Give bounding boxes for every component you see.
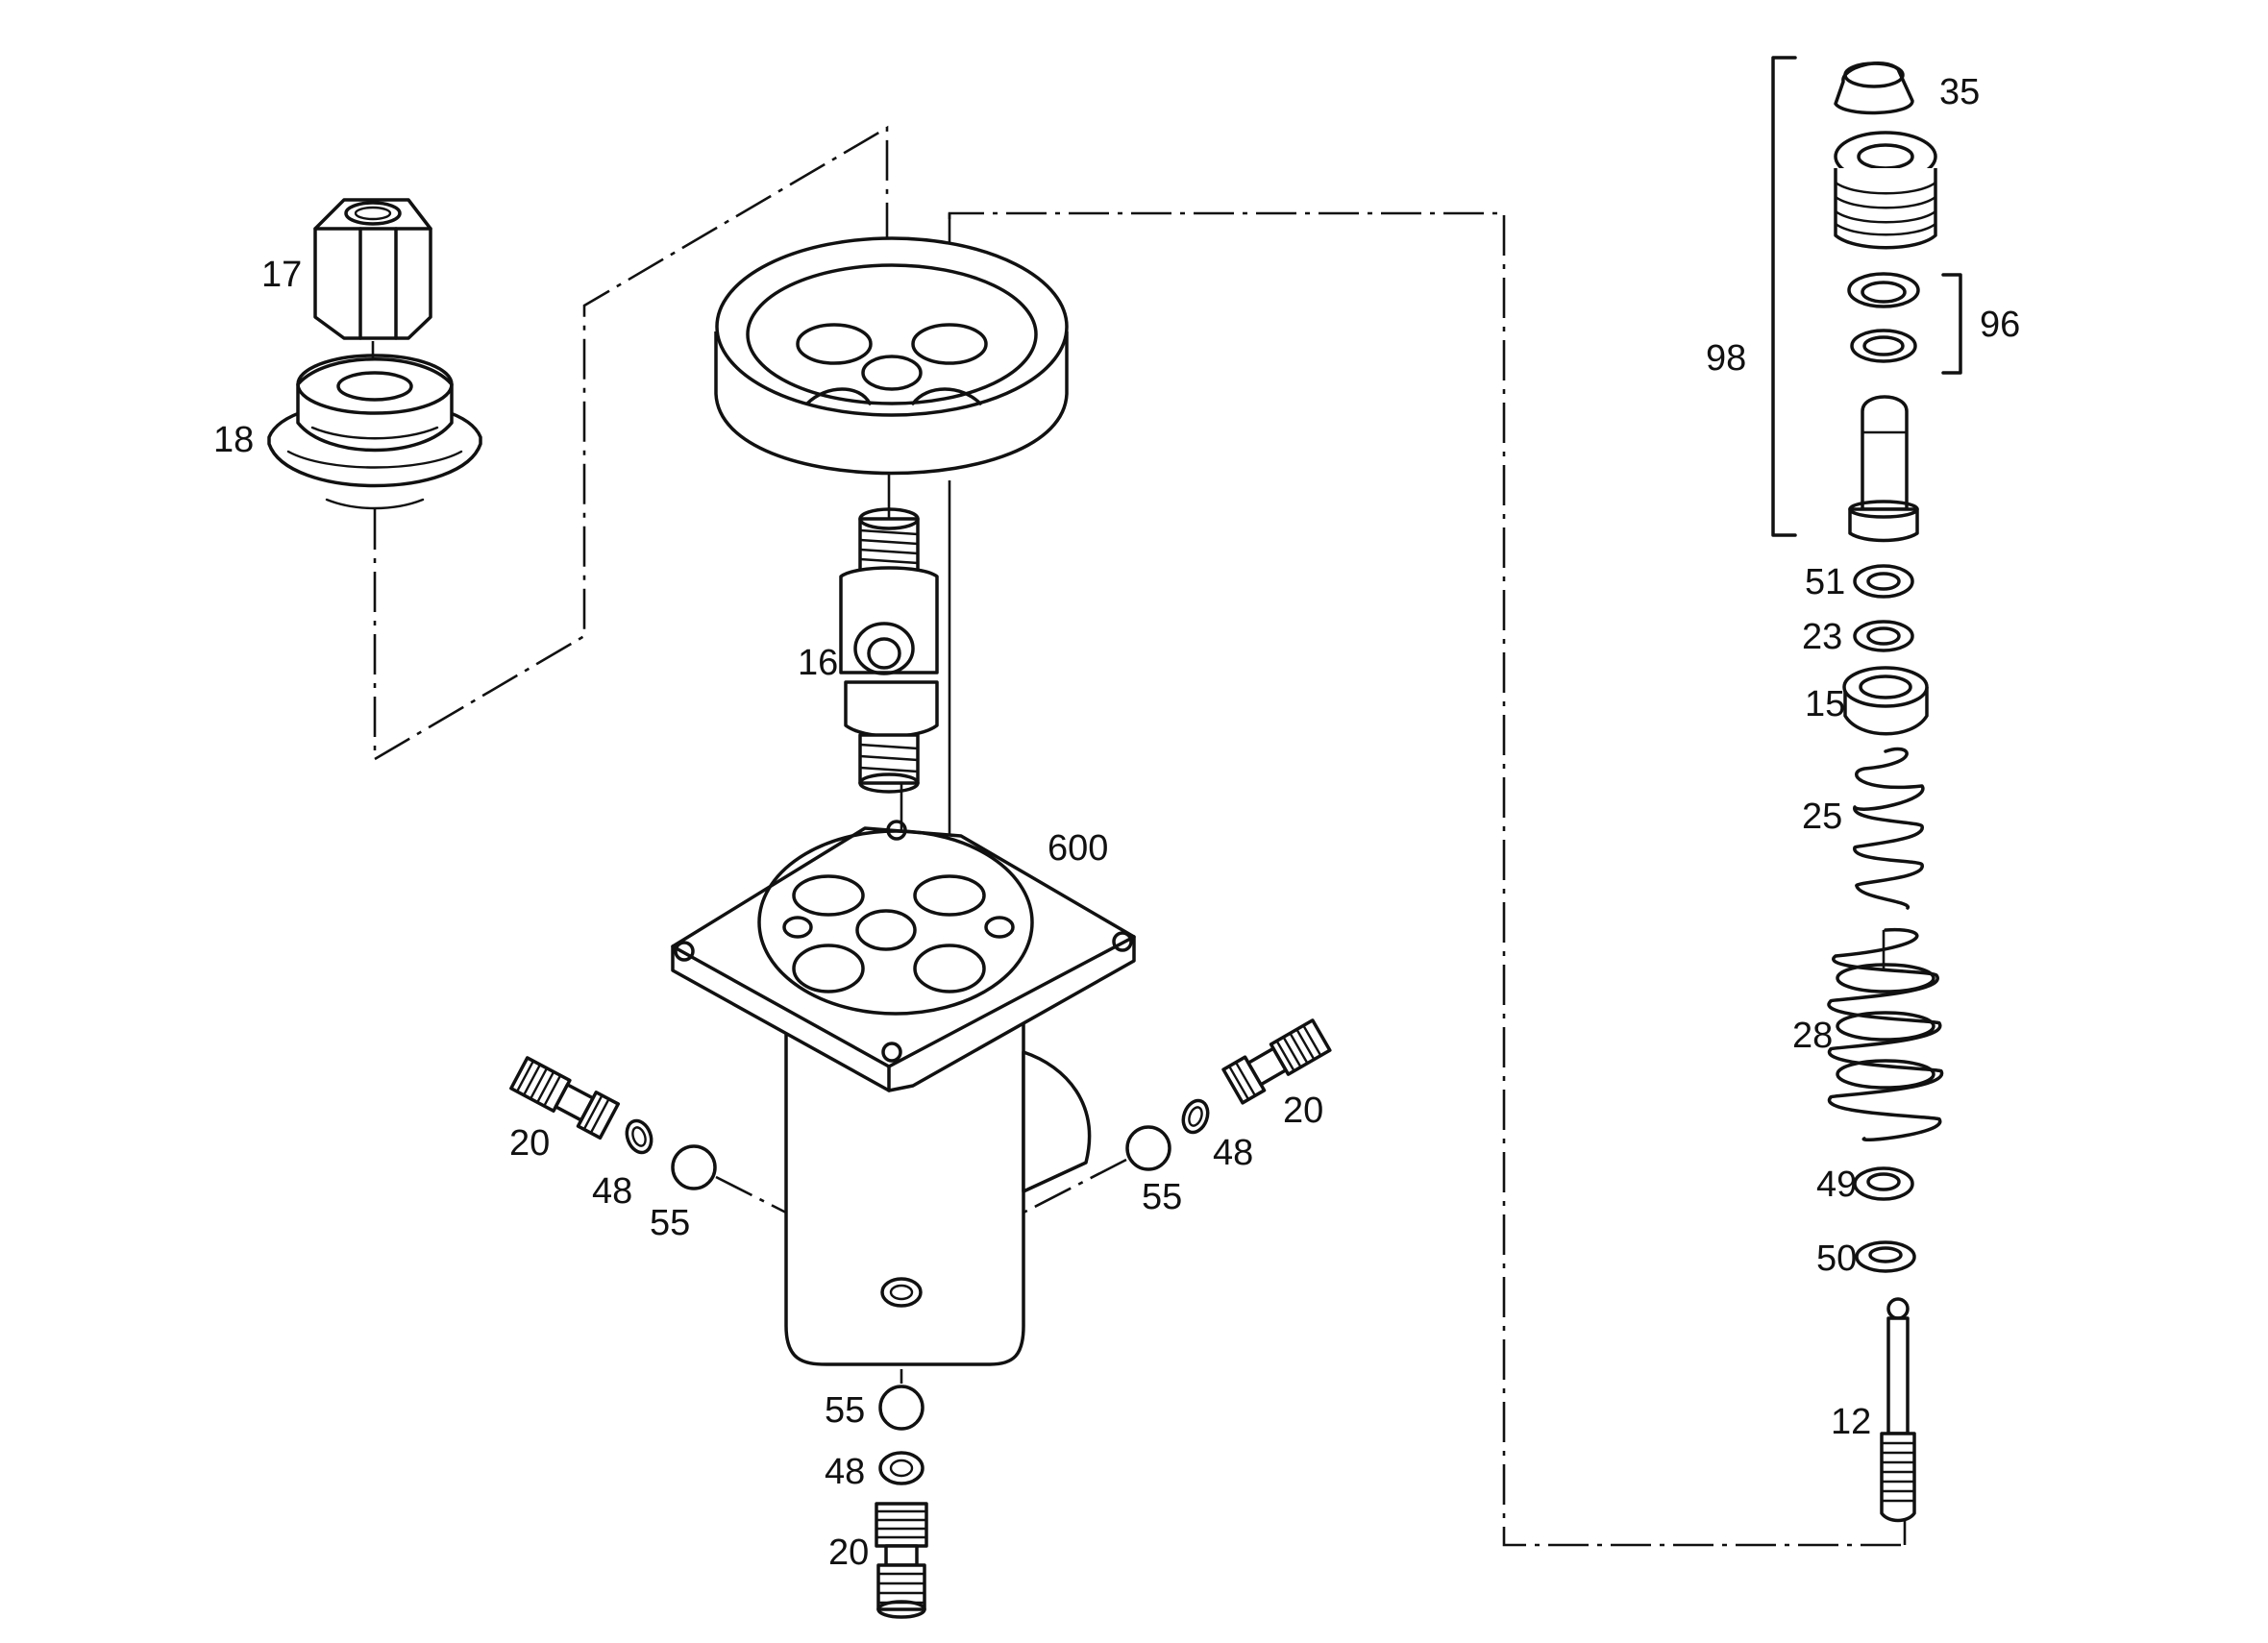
label-48-left: 48 bbox=[592, 1171, 632, 1212]
part-labels: 17 18 16 600 20 48 55 20 48 55 55 48 20 … bbox=[213, 72, 2020, 1573]
part-cover-cup bbox=[714, 236, 1069, 476]
label-48-right: 48 bbox=[1213, 1133, 1253, 1173]
label-35: 35 bbox=[1939, 72, 1980, 112]
label-55-right: 55 bbox=[1142, 1177, 1182, 1217]
label-16: 16 bbox=[798, 643, 838, 683]
bottom-fitting-group bbox=[875, 1385, 928, 1619]
label-49: 49 bbox=[1816, 1165, 1857, 1205]
label-55-bottom: 55 bbox=[825, 1390, 865, 1431]
label-15: 15 bbox=[1805, 684, 1845, 724]
right-valve-stack bbox=[1827, 61, 1943, 1523]
label-18: 18 bbox=[213, 420, 254, 460]
label-17: 17 bbox=[261, 255, 302, 295]
label-28: 28 bbox=[1792, 1016, 1833, 1056]
part-16-universal-joint bbox=[839, 507, 939, 794]
label-98: 98 bbox=[1706, 338, 1746, 379]
label-20-right: 20 bbox=[1283, 1091, 1323, 1131]
part-18-flanged-washer bbox=[267, 354, 482, 510]
part-17-hex-nut bbox=[313, 198, 432, 340]
label-20-bottom: 20 bbox=[828, 1533, 869, 1573]
label-51: 51 bbox=[1805, 562, 1845, 602]
part-600-housing bbox=[671, 820, 1136, 1366]
bracket-96 bbox=[1941, 273, 1962, 375]
label-20-left: 20 bbox=[509, 1123, 550, 1164]
label-48-bottom: 48 bbox=[825, 1452, 865, 1492]
label-96: 96 bbox=[1980, 305, 2020, 345]
label-600: 600 bbox=[1048, 828, 1108, 869]
right-fitting-group bbox=[1023, 1018, 1332, 1214]
label-50: 50 bbox=[1816, 1238, 1857, 1279]
label-55-left: 55 bbox=[650, 1203, 690, 1243]
assembly-leader-lines bbox=[371, 125, 1907, 1547]
label-12: 12 bbox=[1831, 1402, 1871, 1442]
label-25: 25 bbox=[1802, 797, 1842, 837]
left-fitting-group bbox=[509, 1056, 787, 1214]
label-23: 23 bbox=[1802, 617, 1842, 657]
bracket-98 bbox=[1771, 56, 1797, 537]
